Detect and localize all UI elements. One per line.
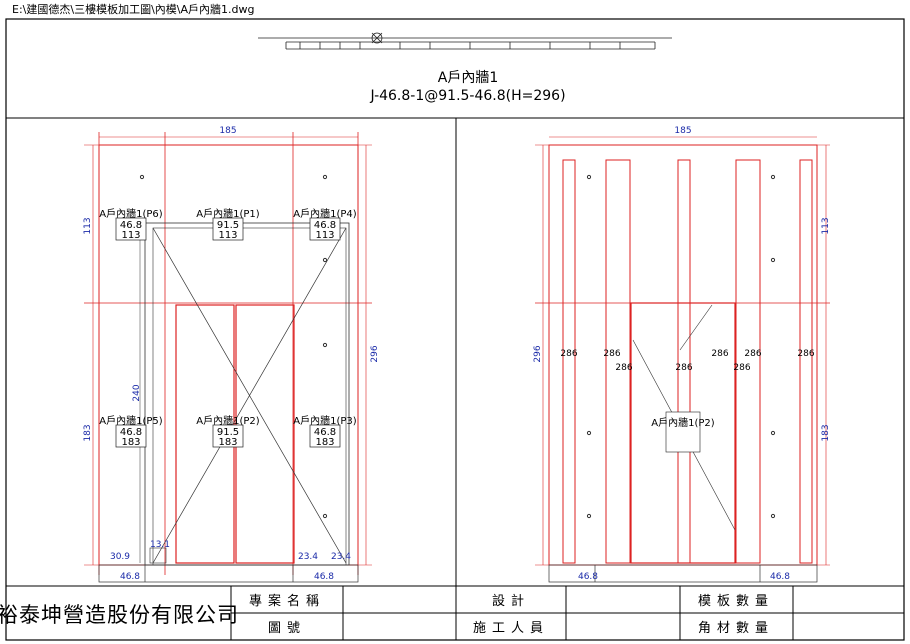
panel-label-p6: A戶內牆1(P6) <box>99 207 162 220</box>
worker-label: 施工人員 <box>473 621 549 636</box>
panel-h-p6: 113 <box>121 230 140 241</box>
right-lower-dim: 183 <box>821 424 831 441</box>
angle-qty-label: 角材數量 <box>698 621 774 636</box>
file-path: E:\建國德杰\三樓模板加工圖\內模\A戶內牆1.dwg <box>12 3 255 16</box>
left-inner-dim: 240 <box>132 384 142 401</box>
title-block <box>230 586 904 640</box>
right-top-dim: 185 <box>674 126 691 136</box>
left-view: A戶內牆1(P6) 46.8 113 A戶內牆1(P1) 91.5 113 A戶… <box>83 126 380 583</box>
right-frame <box>548 144 818 566</box>
panel-label-p4: A戶內牆1(P4) <box>293 207 356 220</box>
right-view: 185 113 183 296 46.8 46.8 A戶內牆1(P2) 286 … <box>533 126 831 583</box>
panel-h-p2: 183 <box>218 437 237 448</box>
panel-label-p3: A戶內牆1(P3) <box>293 414 356 427</box>
drawing-subtitle: J-46.8-1@91.5-46.8(H=296) <box>369 88 565 104</box>
panel-label-p5: A戶內牆1(P5) <box>99 414 162 427</box>
stud-value: 286 <box>560 349 577 359</box>
left-dim-234a: 23.4 <box>298 552 318 562</box>
panel-w-p2: 91.5 <box>217 427 239 438</box>
right-bottom-right-dim: 46.8 <box>770 572 790 582</box>
panel-w-p6: 46.8 <box>120 220 142 231</box>
right-bottom-left-dim: 46.8 <box>578 572 598 582</box>
left-lower-dim: 183 <box>83 424 93 441</box>
left-right-dim: 296 <box>370 345 380 362</box>
left-frame <box>98 144 359 566</box>
stud-value: 286 <box>744 349 761 359</box>
panel-h-p1: 113 <box>218 230 237 241</box>
panel-h-p4: 113 <box>315 230 334 241</box>
right-center-label: A戶內牆1(P2) <box>651 416 714 429</box>
right-left-dim: 296 <box>533 345 543 362</box>
panel-h-p3: 183 <box>315 437 334 448</box>
project-name-label: 專案名稱 <box>249 593 325 609</box>
stud-value: 286 <box>675 363 692 373</box>
panel-label-p1: A戶內牆1(P1) <box>196 207 259 220</box>
stud-value: 286 <box>797 349 814 359</box>
panel-w-p3: 46.8 <box>314 427 336 438</box>
stud-value: 286 <box>733 363 750 373</box>
left-dim-234b: 23.4 <box>331 552 351 562</box>
design-label: 設計 <box>492 593 530 609</box>
drawing-no-label: 圖號 <box>268 621 306 636</box>
stud-value: 286 <box>711 349 728 359</box>
panel-label-p2: A戶內牆1(P2) <box>196 414 259 427</box>
panel-h-p5: 183 <box>121 437 140 448</box>
left-bottom-right-dim: 46.8 <box>314 572 334 582</box>
left-dim-13: 13.1 <box>150 540 170 550</box>
drawing-title: A戶內牆1 <box>438 70 498 86</box>
left-dim-30: 30.9 <box>110 552 130 562</box>
stud-value: 286 <box>603 349 620 359</box>
panel-w-p5: 46.8 <box>120 427 142 438</box>
left-top-dim: 185 <box>219 126 236 136</box>
sheet-border <box>5 18 905 641</box>
plan-key <box>258 32 672 50</box>
right-upper-dim: 113 <box>821 217 831 234</box>
left-upper-dim: 113 <box>83 217 93 234</box>
panel-w-p1: 91.5 <box>217 220 239 231</box>
panel-w-p4: 46.8 <box>314 220 336 231</box>
left-bottom-left-dim: 46.8 <box>120 572 140 582</box>
company-name: 裕泰坤營造股份有限公司 <box>0 603 239 627</box>
panel-qty-label: 模板數量 <box>698 594 774 609</box>
stud-value: 286 <box>615 363 632 373</box>
